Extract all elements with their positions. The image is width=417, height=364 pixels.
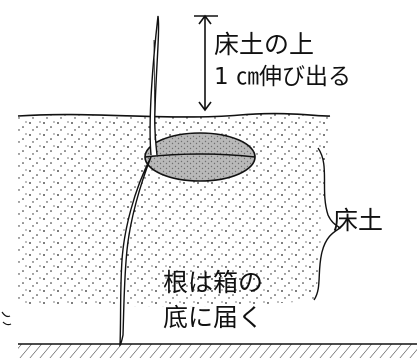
edge-mark — [1, 311, 12, 326]
seed-ridge — [144, 153, 256, 158]
elevation-label-line1: 床土の上 — [214, 30, 315, 59]
root — [119, 156, 152, 347]
bed-soil-bracket — [313, 147, 342, 301]
bed-soil-label: 床土 — [333, 206, 384, 235]
soil-surface-line — [17, 112, 331, 118]
root-label-line2: 底に届く — [163, 303, 264, 332]
arrowhead-up — [198, 14, 212, 25]
box-floor — [18, 344, 417, 358]
elevation-label-line2: 1 ㎝伸び出る — [214, 64, 351, 90]
arrowhead-down — [198, 101, 212, 112]
root-label-line1: 根は箱の — [163, 268, 264, 297]
